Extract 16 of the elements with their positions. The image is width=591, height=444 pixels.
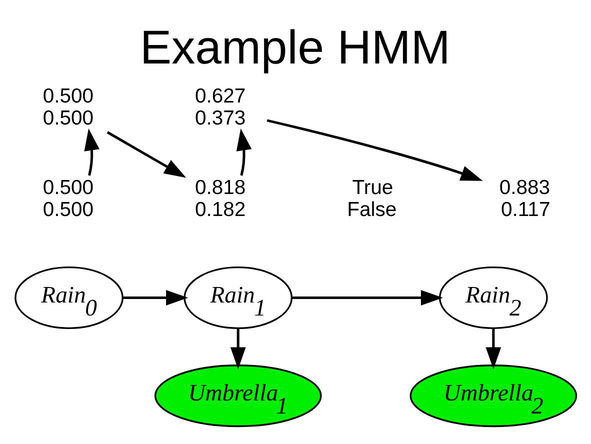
node-text: 0.627 0.373 (194, 85, 246, 130)
arrow (123, 290, 188, 305)
node-text: 0.818 0.182 (194, 176, 246, 220)
arrow (292, 290, 443, 305)
arrow (266, 118, 483, 180)
arrow (230, 328, 246, 369)
arrow (236, 128, 252, 176)
arrow (106, 130, 186, 178)
diagram-title: Example HMM (140, 20, 450, 74)
node-text: 0.883 0.117 (499, 176, 550, 220)
label: False (347, 198, 397, 220)
label: True (352, 176, 394, 198)
node-text: 0.500 0.500 (42, 176, 94, 220)
node-text: 0.500 0.500 (42, 85, 94, 130)
arrow (486, 328, 502, 369)
arrow (84, 128, 100, 176)
